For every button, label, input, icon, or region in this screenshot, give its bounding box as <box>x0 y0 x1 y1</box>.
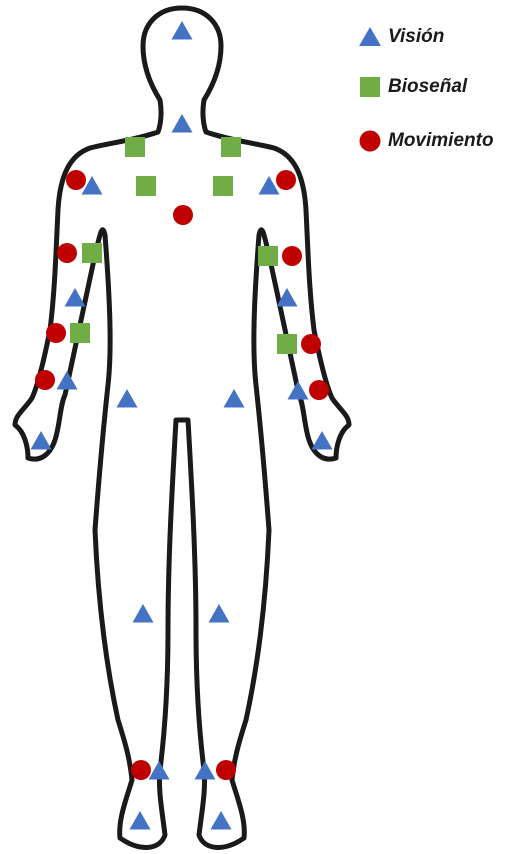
movement-sensor-marker <box>276 170 296 190</box>
legend-item-vision: Visión <box>358 22 444 52</box>
movement-sensor-marker <box>66 170 86 190</box>
biosignal-sensor-marker <box>213 176 233 196</box>
legend-label-biosenal: Bioseñal <box>388 76 467 98</box>
biosignal-sensor-marker <box>125 137 145 157</box>
legend-item-movimiento: Movimiento <box>358 126 494 156</box>
movement-sensor-marker <box>301 334 321 354</box>
legend-label-movimiento: Movimiento <box>388 130 494 152</box>
movement-sensor-marker <box>131 760 151 780</box>
movement-sensor-marker <box>57 243 77 263</box>
body-silhouette <box>15 8 349 847</box>
biosignal-sensor-marker <box>221 137 241 157</box>
circle-icon <box>358 129 382 153</box>
legend-label-vision: Visión <box>388 26 444 48</box>
movement-sensor-marker <box>46 323 66 343</box>
square-icon <box>358 75 382 99</box>
legend-item-biosenal: Bioseñal <box>358 72 467 102</box>
movement-sensor-marker <box>173 205 193 225</box>
triangle-icon <box>358 25 382 49</box>
biosignal-sensor-marker <box>277 334 297 354</box>
biosignal-sensor-marker <box>82 243 102 263</box>
movement-sensor-marker <box>282 246 302 266</box>
biosignal-sensor-marker <box>136 176 156 196</box>
movement-sensor-marker <box>216 760 236 780</box>
movement-sensor-marker <box>35 370 55 390</box>
biosignal-sensor-marker <box>258 246 278 266</box>
biosignal-sensor-marker <box>70 323 90 343</box>
human-body-outline <box>15 8 349 847</box>
movement-sensor-marker <box>309 380 329 400</box>
